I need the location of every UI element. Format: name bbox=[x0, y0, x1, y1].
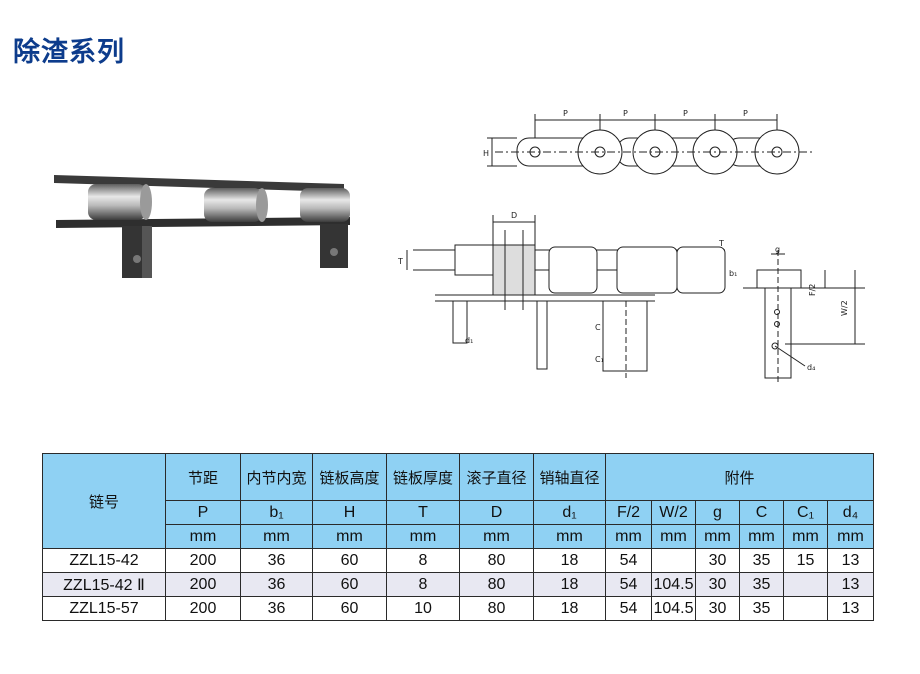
table-cell: 80 bbox=[459, 572, 534, 597]
label-d: D bbox=[511, 211, 517, 220]
label-d4: d₄ bbox=[807, 363, 815, 372]
symbol-cell: F/2 bbox=[605, 500, 652, 525]
table-cell: 30 bbox=[695, 548, 740, 573]
table-cell: 18 bbox=[533, 548, 606, 573]
unit-cell: mm bbox=[827, 524, 874, 549]
label-t-left: T bbox=[397, 257, 403, 266]
unit-cell: mm bbox=[695, 524, 740, 549]
table-cell: 54 bbox=[605, 548, 652, 573]
unit-cell: mm bbox=[459, 524, 534, 549]
table-cell: 8 bbox=[386, 572, 460, 597]
symbol-cell: H bbox=[312, 500, 387, 525]
symbol-cell: g bbox=[695, 500, 740, 525]
label-c: C bbox=[595, 323, 601, 332]
table-cell: 30 bbox=[695, 572, 740, 597]
symbol-cell: d₁ bbox=[533, 500, 606, 525]
table-cell: 36 bbox=[240, 572, 313, 597]
unit-cell: mm bbox=[533, 524, 606, 549]
table-cell: 13 bbox=[827, 596, 874, 621]
table-cell: 60 bbox=[312, 572, 387, 597]
table-cell: 30 bbox=[695, 596, 740, 621]
label-p-3: P bbox=[683, 109, 688, 118]
table-cell: 35 bbox=[739, 596, 784, 621]
table-cell: 10 bbox=[386, 596, 460, 621]
col-header-plate-thickness: 链板厚度 bbox=[386, 453, 460, 501]
unit-cell: mm bbox=[739, 524, 784, 549]
table-cell: 200 bbox=[165, 596, 241, 621]
symbol-cell: W/2 bbox=[651, 500, 696, 525]
label-w2: W/2 bbox=[840, 300, 849, 316]
symbol-cell: P bbox=[165, 500, 241, 525]
table-cell: 54 bbox=[605, 572, 652, 597]
table-cell: 200 bbox=[165, 572, 241, 597]
col-header-plate-height: 链板高度 bbox=[312, 453, 387, 501]
label-t-right: T bbox=[718, 239, 724, 248]
table-cell bbox=[783, 596, 828, 621]
label-p-2: P bbox=[623, 109, 628, 118]
col-header-roller-diameter: 滚子直径 bbox=[459, 453, 534, 501]
chain-product-photo bbox=[54, 175, 350, 278]
label-c1: C₁ bbox=[595, 355, 604, 364]
chain-no-cell: ZZL15-42 Ⅱ bbox=[42, 572, 166, 597]
table-cell: 104.5 bbox=[651, 596, 696, 621]
table-cell: 80 bbox=[459, 548, 534, 573]
table-cell: 18 bbox=[533, 572, 606, 597]
table-cell: 8 bbox=[386, 548, 460, 573]
col-header-inner-width: 内节内宽 bbox=[240, 453, 313, 501]
unit-cell: mm bbox=[165, 524, 241, 549]
symbol-cell: d₄ bbox=[827, 500, 874, 525]
page-title: 除渣系列 bbox=[13, 37, 125, 68]
label-h: H bbox=[483, 149, 489, 158]
unit-cell: mm bbox=[605, 524, 652, 549]
unit-cell: mm bbox=[240, 524, 313, 549]
chain-no-cell: ZZL15-42 bbox=[42, 548, 166, 573]
col-header-pin-diameter: 销轴直径 bbox=[533, 453, 606, 501]
table-cell: 36 bbox=[240, 596, 313, 621]
table-cell: 54 bbox=[605, 596, 652, 621]
table-cell: 18 bbox=[533, 596, 606, 621]
table-cell: 80 bbox=[459, 596, 534, 621]
table-cell: 200 bbox=[165, 548, 241, 573]
unit-cell: mm bbox=[651, 524, 696, 549]
unit-cell: mm bbox=[312, 524, 387, 549]
symbol-cell: C₁ bbox=[783, 500, 828, 525]
spec-table: 链号 节距 内节内宽 链板高度 链板厚度 滚子直径 销轴直径 附件 P b₁ H… bbox=[42, 453, 874, 621]
chain-technical-drawing: P P P P H D T T b₁ g F/2 W/2 C C₁ d₁ d₄ bbox=[397, 109, 865, 385]
table-cell bbox=[783, 572, 828, 597]
table-cell: 60 bbox=[312, 548, 387, 573]
table-cell: 104.5 bbox=[651, 572, 696, 597]
col-header-pitch: 节距 bbox=[165, 453, 241, 501]
label-f2: F/2 bbox=[808, 284, 817, 296]
table-cell: 13 bbox=[827, 572, 874, 597]
label-b1: b₁ bbox=[729, 269, 737, 278]
symbol-cell: T bbox=[386, 500, 460, 525]
table-cell: 35 bbox=[739, 572, 784, 597]
chain-no-header: 链号 bbox=[42, 453, 166, 549]
table-cell: 60 bbox=[312, 596, 387, 621]
label-p-1: P bbox=[563, 109, 568, 118]
table-cell: 36 bbox=[240, 548, 313, 573]
symbol-cell: b₁ bbox=[240, 500, 313, 525]
table-cell bbox=[651, 548, 696, 573]
table-cell: 13 bbox=[827, 548, 874, 573]
table-cell: 35 bbox=[739, 548, 784, 573]
attachment-header: 附件 bbox=[605, 453, 874, 501]
symbol-cell: D bbox=[459, 500, 534, 525]
label-g: g bbox=[775, 245, 780, 254]
unit-cell: mm bbox=[783, 524, 828, 549]
symbol-cell: C bbox=[739, 500, 784, 525]
label-d1: d₁ bbox=[465, 336, 473, 345]
chain-no-cell: ZZL15-57 bbox=[42, 596, 166, 621]
unit-cell: mm bbox=[386, 524, 460, 549]
table-cell: 15 bbox=[783, 548, 828, 573]
label-p-4: P bbox=[743, 109, 748, 118]
